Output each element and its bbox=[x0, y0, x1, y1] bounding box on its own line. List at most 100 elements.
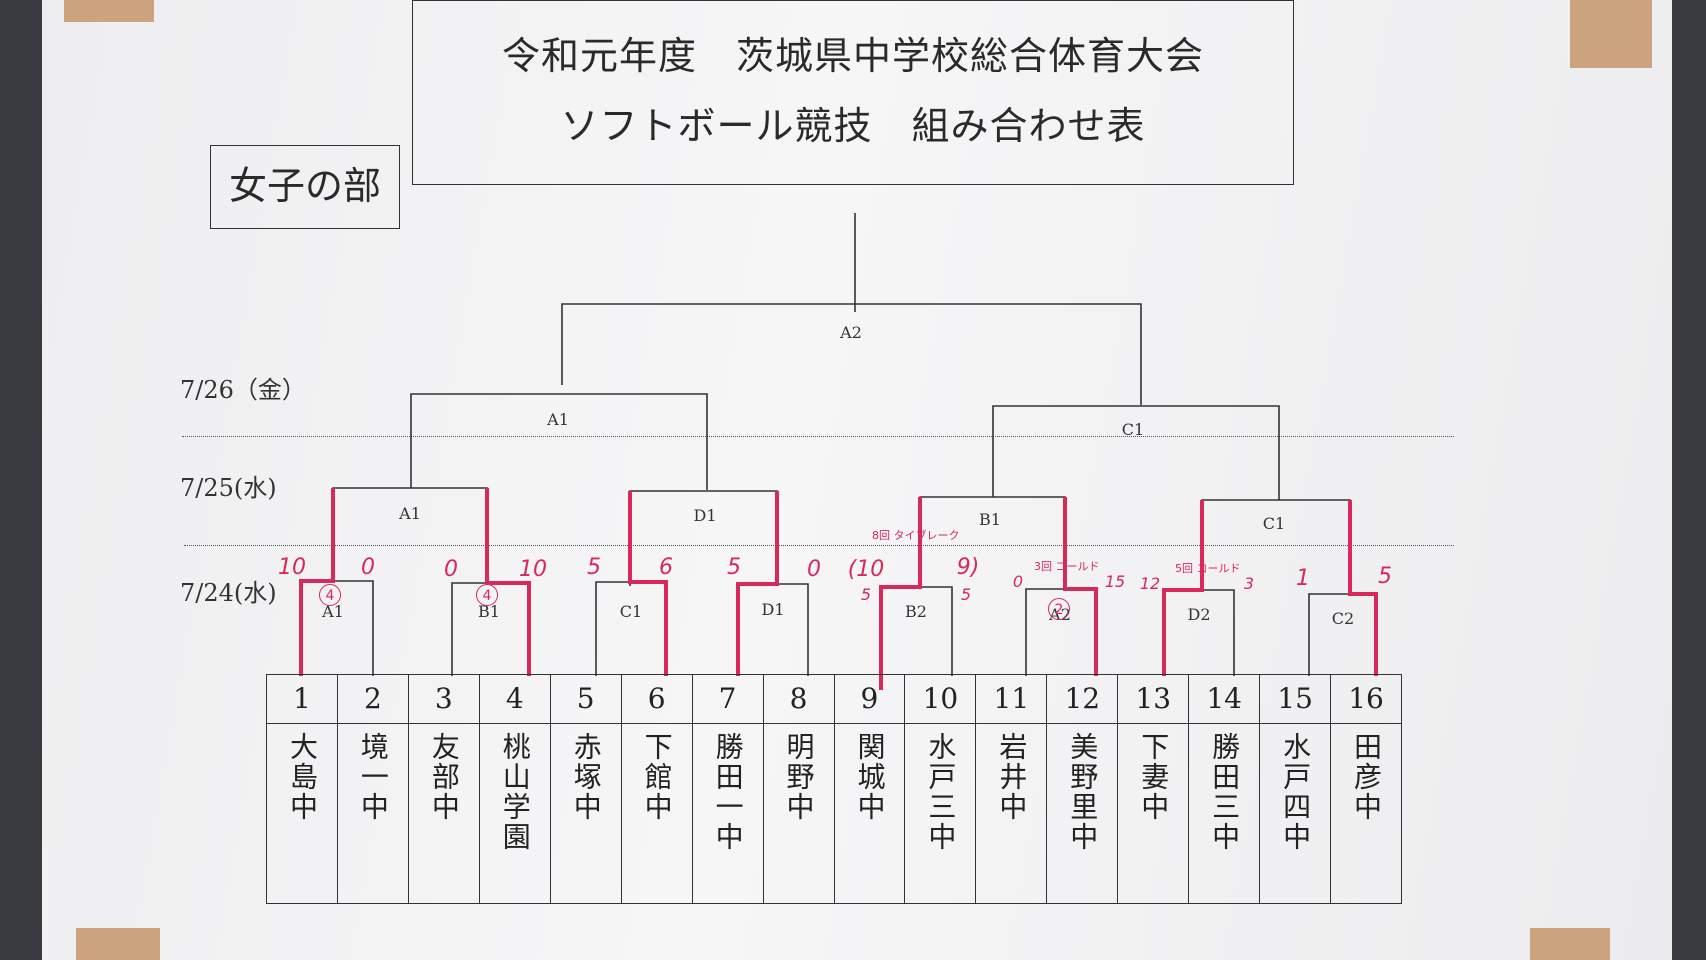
team-column: 15 水戸四中 bbox=[1260, 675, 1332, 903]
score-g5-sub-left: 5 bbox=[860, 585, 872, 604]
r1-2-label: B1 bbox=[478, 602, 500, 621]
team-number: 8 bbox=[763, 675, 834, 724]
divider-day2-day1 bbox=[184, 545, 1454, 546]
team-column: 5 赤塚中 bbox=[550, 675, 622, 903]
team-number: 2 bbox=[337, 675, 408, 724]
team-name: 勝田一中 bbox=[711, 732, 745, 852]
win-path-1 bbox=[299, 488, 335, 676]
tape-bottom-left bbox=[76, 928, 160, 960]
team-column: 7 勝田一中 bbox=[692, 675, 764, 903]
date-day3: 7/26（金） bbox=[180, 376, 306, 404]
score-g1-right: 0 bbox=[361, 555, 375, 580]
final-bracket bbox=[561, 303, 1142, 405]
win-path-12 bbox=[1063, 497, 1098, 676]
team-number: 15 bbox=[1260, 675, 1331, 724]
tape-bottom-right bbox=[1530, 928, 1610, 960]
team-name: 友部中 bbox=[427, 732, 461, 822]
score-g5-sub-right: 5 bbox=[960, 585, 972, 604]
team-number: 5 bbox=[550, 675, 621, 724]
team-name: 勝田三中 bbox=[1208, 732, 1242, 852]
r1-7-label: D2 bbox=[1187, 605, 1211, 624]
team-column: 2 境一中 bbox=[337, 675, 409, 903]
team-name: 水戸四中 bbox=[1279, 732, 1313, 852]
score-g6-left: 0 bbox=[1012, 572, 1024, 591]
team-number: 11 bbox=[976, 675, 1047, 724]
win-path-9 bbox=[879, 497, 922, 690]
qf-4-label: C1 bbox=[1262, 514, 1286, 533]
win-path-16 bbox=[1348, 500, 1378, 676]
r1-1-label: A1 bbox=[322, 602, 344, 621]
score-g7-right: 3 bbox=[1243, 574, 1255, 593]
team-name: 関城中 bbox=[853, 732, 887, 822]
circled-mark-2: 4 bbox=[476, 584, 498, 606]
team-number: 1 bbox=[267, 675, 337, 724]
qf-3-label: B1 bbox=[979, 510, 1001, 529]
score-g8-left: 1 bbox=[1296, 566, 1310, 591]
team-name: 下妻中 bbox=[1137, 732, 1171, 822]
r1-game-5 bbox=[880, 586, 953, 676]
score-g5-left: (10 bbox=[847, 557, 885, 582]
team-name: 境一中 bbox=[356, 732, 390, 822]
team-column: 9 関城中 bbox=[834, 675, 906, 903]
score-g3-left: 5 bbox=[587, 555, 601, 580]
score-g4-left: 5 bbox=[727, 555, 741, 580]
team-number: 12 bbox=[1047, 675, 1118, 724]
r1-8-label: C2 bbox=[1331, 609, 1355, 628]
r1-3-label: C1 bbox=[619, 602, 643, 621]
qf-2-label: D1 bbox=[693, 506, 717, 525]
semi-1-label: A1 bbox=[547, 410, 569, 429]
win-path-7 bbox=[736, 491, 779, 676]
circled-mark-1: 4 bbox=[319, 584, 341, 606]
title-line-2: ソフトボール競技 組み合わせ表 bbox=[560, 104, 1146, 148]
qf-1-label: A1 bbox=[399, 504, 421, 523]
score-g3-right: 6 bbox=[659, 555, 673, 580]
circled-mark-3: 2 bbox=[1048, 598, 1070, 620]
date-day1: 7/24(水) bbox=[180, 579, 277, 607]
date-day2: 7/25(水) bbox=[180, 474, 277, 502]
team-column: 13 下妻中 bbox=[1118, 675, 1190, 903]
qf-1-bracket bbox=[332, 487, 488, 585]
team-name: 下館中 bbox=[640, 732, 674, 822]
score-g7-left: 12 bbox=[1139, 574, 1161, 593]
score-g6-right: 15 bbox=[1104, 572, 1126, 591]
score-g4-right: 0 bbox=[807, 557, 821, 582]
team-name: 田彦中 bbox=[1350, 732, 1384, 822]
team-number: 7 bbox=[692, 675, 763, 724]
r1-game-3 bbox=[595, 581, 667, 676]
semi-1-bracket bbox=[410, 393, 708, 490]
score-g2-right: 10 bbox=[519, 557, 547, 582]
r1-4-label: D1 bbox=[761, 600, 785, 619]
score-g5-right: 9) bbox=[956, 555, 980, 580]
win-path-6 bbox=[628, 491, 668, 676]
r1-game-8 bbox=[1308, 593, 1377, 676]
team-number: 4 bbox=[479, 675, 550, 724]
semi-2-label: C1 bbox=[1121, 420, 1145, 439]
team-number: 14 bbox=[1189, 675, 1260, 724]
division-label: 女子の部 bbox=[210, 145, 400, 229]
r1-game-4 bbox=[737, 583, 809, 676]
score-g2-left: 0 bbox=[444, 557, 458, 582]
team-column: 16 田彦中 bbox=[1331, 675, 1401, 903]
note-called-3: 3回 コールド bbox=[1034, 560, 1100, 573]
team-column: 14 勝田三中 bbox=[1189, 675, 1261, 903]
team-number: 6 bbox=[621, 675, 692, 724]
semi-2-bracket bbox=[992, 405, 1280, 500]
tape-top-right bbox=[1570, 0, 1652, 68]
team-name: 赤塚中 bbox=[569, 732, 603, 822]
team-column: 6 下館中 bbox=[621, 675, 693, 903]
team-number: 9 bbox=[834, 675, 905, 724]
r1-game-7 bbox=[1163, 589, 1235, 676]
tape-top-left bbox=[64, 0, 154, 22]
team-number: 16 bbox=[1331, 675, 1401, 724]
team-name: 水戸三中 bbox=[924, 732, 958, 852]
bracket-poster bbox=[42, 0, 1672, 960]
team-number: 13 bbox=[1118, 675, 1189, 724]
